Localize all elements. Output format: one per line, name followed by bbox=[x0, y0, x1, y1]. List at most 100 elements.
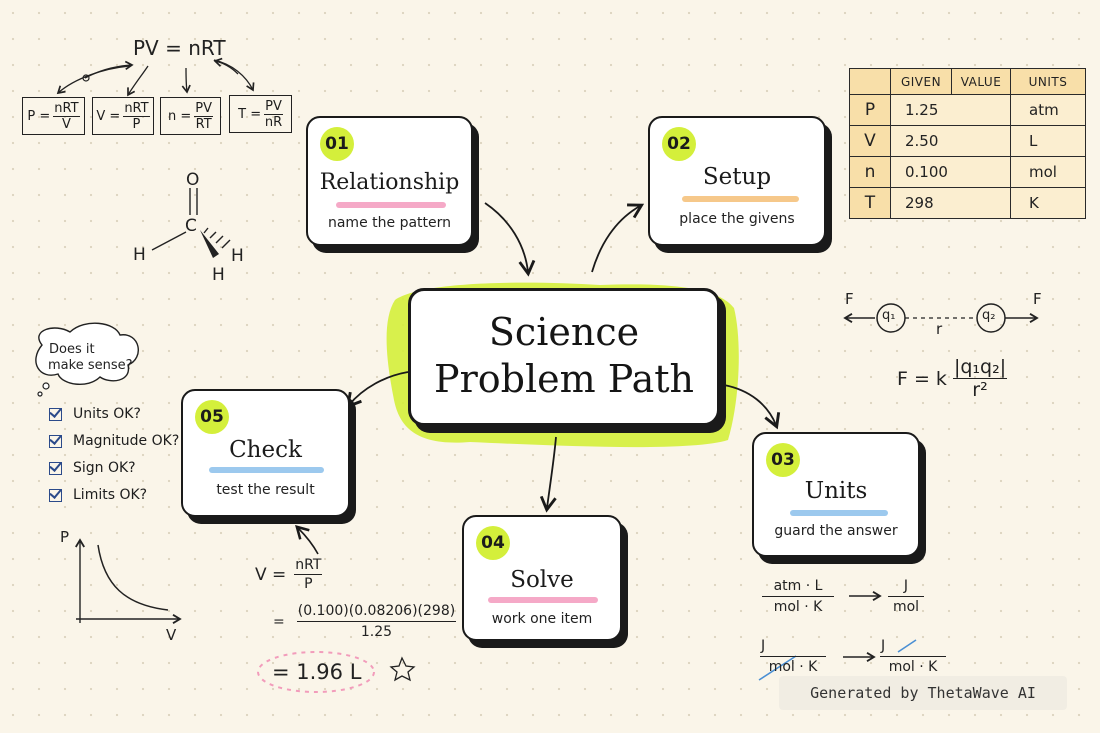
center-title-line-1: Science bbox=[488, 310, 640, 354]
atom-h-right: H bbox=[231, 246, 244, 266]
coulomb-lhs: F = k bbox=[897, 367, 947, 390]
step-subtitle: work one item bbox=[491, 611, 593, 627]
step-badge: 03 bbox=[766, 443, 800, 477]
graph-y-label: P bbox=[60, 528, 70, 546]
step-title: Solve bbox=[510, 567, 574, 593]
step-card-units[interactable]: 03 Units guard the answer bbox=[752, 432, 920, 557]
table-row: V 2.50 L bbox=[849, 125, 1086, 157]
coulomb-formula: F = k |q₁q₂|r² bbox=[897, 356, 1008, 401]
units-cell: mol bbox=[1010, 156, 1086, 188]
final-answer: = 1.96 L bbox=[272, 660, 362, 684]
atom-c: C bbox=[185, 216, 197, 236]
units-result-num: J bbox=[888, 576, 924, 597]
formula-den: nR bbox=[264, 114, 283, 130]
force-right-label: F bbox=[1033, 290, 1042, 308]
checkbox-icon[interactable] bbox=[49, 488, 62, 502]
atom-h-left: H bbox=[133, 245, 146, 265]
coulomb-den: r² bbox=[972, 379, 988, 401]
checklist-item[interactable]: Sign OK? bbox=[49, 460, 136, 476]
atom-h-bottom: H bbox=[212, 265, 225, 285]
step-title: Units bbox=[804, 478, 868, 504]
header-units: UNITS bbox=[1010, 68, 1086, 95]
arrow-to-setup bbox=[591, 203, 645, 273]
watermark: Generated by ThetaWave AI bbox=[779, 676, 1067, 710]
given-cell: T bbox=[849, 187, 891, 219]
units-den-rest: · K bbox=[794, 659, 818, 675]
force-left-label: F bbox=[845, 290, 854, 308]
sense-bubble bbox=[35, 322, 139, 385]
bubble-line-2: make sense? bbox=[48, 358, 133, 373]
ideal-gas-equation: PV = nRT bbox=[133, 36, 226, 60]
units-den: mol · K bbox=[769, 657, 818, 677]
checklist-label: Limits OK? bbox=[73, 487, 148, 503]
units-cell: K bbox=[1010, 187, 1086, 219]
center-title-line-2: Problem Path bbox=[434, 357, 694, 401]
distance-label: r bbox=[936, 320, 943, 338]
units-den: mol · K bbox=[773, 599, 823, 615]
formula-den: RT bbox=[195, 116, 212, 132]
step-card-solve[interactable]: 04 Solve work one item bbox=[462, 515, 622, 641]
givens-table: GIVEN VALUE UNITS P 1.25 atm V 2.50 L n … bbox=[849, 68, 1086, 219]
checklist-label: Magnitude OK? bbox=[73, 433, 180, 449]
given-cell: P bbox=[849, 94, 891, 126]
units-result-den: mol bbox=[892, 599, 920, 615]
center-topic-card[interactable]: Science Problem Path bbox=[408, 288, 720, 426]
step-subtitle: place the givens bbox=[679, 211, 795, 227]
checklist-label: Units OK? bbox=[73, 406, 141, 422]
given-cell: V bbox=[849, 125, 891, 157]
step-title: Setup bbox=[702, 164, 772, 190]
pv-arrow-2 bbox=[127, 65, 149, 97]
formula-lhs: T = bbox=[238, 106, 262, 122]
checklist-label: Sign OK? bbox=[73, 460, 136, 476]
step-card-setup[interactable]: 02 Setup place the givens bbox=[648, 116, 826, 246]
step-subtitle: test the result bbox=[216, 482, 315, 498]
formula-num: PV bbox=[194, 100, 213, 117]
units-cell: atm bbox=[1010, 94, 1086, 126]
checkbox-icon[interactable] bbox=[49, 461, 62, 475]
atom-o: O bbox=[186, 170, 200, 190]
arrow-to-relationship bbox=[484, 202, 536, 277]
title-highlight bbox=[488, 597, 598, 603]
volume-num: nRT bbox=[294, 557, 323, 575]
pv-arrow-1 bbox=[56, 65, 131, 95]
value-cell: 2.50 bbox=[890, 125, 1011, 157]
checkbox-icon[interactable] bbox=[49, 434, 62, 448]
title-highlight bbox=[682, 196, 799, 202]
table-row: P 1.25 atm bbox=[849, 94, 1086, 126]
charge-2-label: q₂ bbox=[982, 308, 996, 323]
formula-den: P bbox=[132, 116, 141, 132]
checklist-item[interactable]: Units OK? bbox=[49, 406, 141, 422]
step-card-check[interactable]: 05 Check test the result bbox=[181, 389, 350, 517]
arrow-to-units bbox=[723, 384, 781, 430]
value-cell: 1.25 bbox=[890, 94, 1011, 126]
coulomb-num: |q₁q₂| bbox=[952, 356, 1008, 379]
table-corner bbox=[849, 68, 891, 95]
table-row: n 0.100 mol bbox=[849, 156, 1086, 188]
star-doodle bbox=[389, 656, 416, 682]
step-badge: 04 bbox=[476, 526, 510, 560]
substitution-equation: = (0.100)(0.08206)(298)1.25 bbox=[273, 601, 457, 642]
formula-num: nRT bbox=[123, 100, 150, 117]
formula-lhs: P = bbox=[27, 108, 51, 124]
table-row: T 298 K bbox=[849, 187, 1086, 219]
arrow-check-up bbox=[295, 525, 319, 555]
checklist-item[interactable]: Limits OK? bbox=[49, 487, 147, 503]
units-den-cancelled: mol bbox=[768, 659, 795, 675]
step-subtitle: guard the answer bbox=[774, 523, 898, 539]
header-value: VALUE bbox=[951, 68, 1011, 95]
checklist-item[interactable]: Magnitude OK? bbox=[49, 433, 179, 449]
title-highlight bbox=[209, 467, 324, 473]
checkbox-icon[interactable] bbox=[49, 407, 62, 421]
step-card-relationship[interactable]: 01 Relationship name the pattern bbox=[306, 116, 473, 246]
header-given: GIVEN bbox=[890, 68, 952, 95]
volume-den: P bbox=[304, 576, 313, 592]
given-cell: n bbox=[849, 156, 891, 188]
value-cell: 298 bbox=[890, 187, 1011, 219]
equals-sign: = bbox=[273, 613, 285, 630]
